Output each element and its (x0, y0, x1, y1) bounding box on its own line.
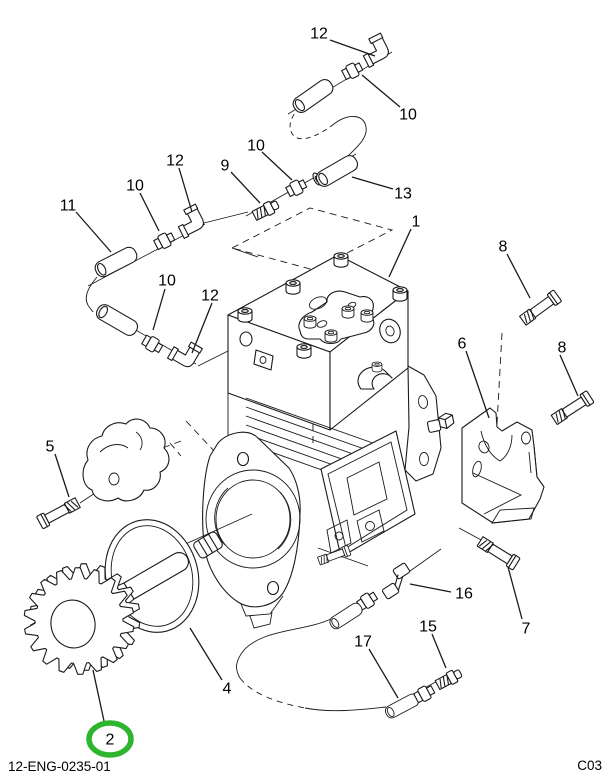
left-fitting-group (92, 203, 208, 372)
bearing-clamp (357, 366, 393, 390)
mounting-plane-dashed (231, 207, 394, 271)
callout-leader (368, 648, 399, 699)
callout-leader (507, 566, 523, 620)
callout-leader (54, 453, 70, 498)
upper-fitting-group (250, 32, 393, 223)
callout-leader (388, 228, 412, 278)
left-hose (85, 276, 98, 309)
callout-leader (75, 211, 112, 253)
callout-leader (409, 583, 452, 593)
gasket (82, 418, 170, 502)
callout-label: 10 (158, 273, 176, 290)
highlight-ellipse (86, 720, 134, 758)
nut-10 (284, 176, 309, 199)
callout-leader (139, 192, 160, 232)
foot-bolt (316, 544, 352, 567)
callout-label: 16 (455, 586, 473, 603)
gear-bore (50, 599, 96, 649)
footer-page-code: C03 (577, 758, 602, 773)
mounting-arm (404, 365, 442, 482)
elbow-16 (381, 562, 411, 600)
elbow-12 (172, 203, 208, 239)
callout-label: 6 (458, 336, 467, 353)
callout-leader (191, 302, 213, 354)
sleeve-lower (93, 301, 141, 339)
callout-leader (465, 350, 490, 419)
bracket-alignment-dashed (496, 332, 503, 425)
callout-label: 12 (201, 288, 219, 305)
callout-label: 10 (247, 138, 265, 155)
callout-label: 5 (46, 439, 55, 456)
callout-label: 12 (166, 153, 184, 170)
callout-leader (92, 669, 105, 722)
bolt-5 (35, 495, 82, 530)
callout-label: 12 (310, 26, 328, 43)
highlighted-callout-label: 2 (106, 732, 115, 749)
callout-label: 1 (412, 214, 421, 231)
callout-leader (361, 74, 401, 108)
compressor-body (202, 252, 456, 629)
callout-leader (152, 288, 166, 331)
callout-label: 17 (354, 634, 372, 651)
callout-leader (329, 39, 376, 57)
mounting-feet (240, 595, 284, 629)
callout-leader (559, 354, 579, 397)
cooling-fins (227, 393, 399, 498)
hose-sleeve (327, 600, 365, 632)
sleeve-13 (313, 152, 361, 190)
callout-label: 9 (221, 158, 230, 175)
callout-leader (351, 176, 394, 190)
callouts: 12 10 131 10 9 12 10 11 10 12 8 6 8 5 4 16 7 15 17 (46, 26, 579, 699)
callout-label: 10 (126, 178, 144, 195)
upper-hose (333, 116, 367, 158)
gasket-group (35, 418, 170, 530)
callout-label: 11 (60, 198, 77, 215)
air-hoses (85, 111, 387, 712)
callout-label: 13 (394, 186, 412, 203)
bracket-group (461, 289, 595, 571)
nut-10 (340, 59, 365, 82)
lower-fitting-group (327, 562, 465, 721)
callout-leader (261, 151, 293, 181)
fitting-9 (250, 197, 282, 223)
side-cover-plate (320, 430, 416, 558)
sleeve-11 (92, 244, 140, 280)
shaft-cylinder (123, 552, 189, 600)
callout-label: 8 (558, 340, 567, 357)
front-flange (202, 431, 301, 608)
sleeve-13b (289, 76, 337, 116)
callout-label: 10 (399, 107, 417, 124)
callout-label: 7 (522, 621, 531, 638)
callout-label: 15 (419, 619, 437, 636)
bolt-7 (475, 534, 521, 571)
nut-10 (152, 229, 177, 252)
nut-10 (140, 332, 165, 356)
fitting-15 (433, 666, 465, 692)
side-hole (379, 318, 401, 344)
callout-leader (189, 627, 223, 681)
callout-leader (431, 633, 447, 669)
bolt-8-upper (518, 289, 563, 327)
top-port (309, 296, 327, 310)
highlighted-callout: 2 (86, 669, 134, 758)
lower-hose (236, 617, 334, 679)
callout-leader (506, 253, 531, 299)
elbow-12 (357, 32, 393, 68)
callout-label: 8 (499, 239, 508, 256)
callout-leader (230, 171, 261, 204)
callout-label: 4 (223, 681, 232, 698)
callout-leader (178, 167, 193, 213)
footer-doc-number: 12-ENG-0235-01 (8, 759, 111, 774)
bolt-8-lower (549, 390, 595, 427)
